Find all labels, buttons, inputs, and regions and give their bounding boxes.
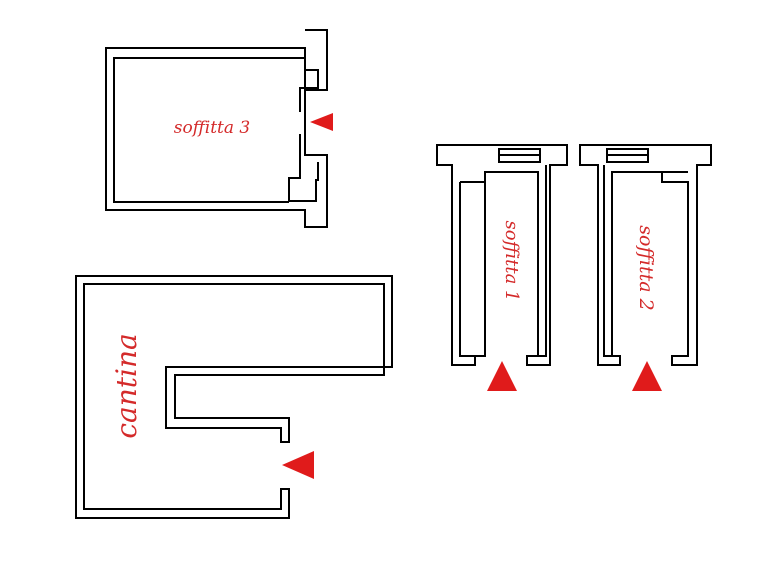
soffitta-1-entrance-icon [487,361,517,391]
soffitta-3-entrance-icon [310,113,333,131]
soffitta-3-outer-wall-bottom [105,47,328,228]
soffitta-2-entrance-icon [632,361,662,391]
soffitta-2-outer-wall [579,144,712,366]
cantina-label: cantina [110,333,143,438]
room-soffitta-3: soffitta 3 [105,29,333,228]
soffitta-3-inner-wall-bottom [288,134,319,202]
soffitta-3-inner-room [113,57,305,203]
soffitta-1-inner-wall [459,172,486,357]
room-soffitta-2: soffitta 2 [579,144,712,391]
soffitta-2-inner-wall [603,165,612,357]
cantina-entrance-icon [282,451,314,479]
soffitta-3-inner-wall [299,58,319,112]
room-cantina: cantina [75,275,393,519]
soffitta-1-outer-wall [436,144,568,366]
room-soffitta-1: soffitta 1 [436,144,568,391]
cantina-outer-wall [75,275,393,519]
soffitta-1-inner-wall-right [538,165,547,357]
soffitta-3-label: soffitta 3 [174,118,250,138]
soffitta-1-label: soffitta 1 [501,221,522,302]
soffitta-2-label: soffitta 2 [635,225,657,310]
